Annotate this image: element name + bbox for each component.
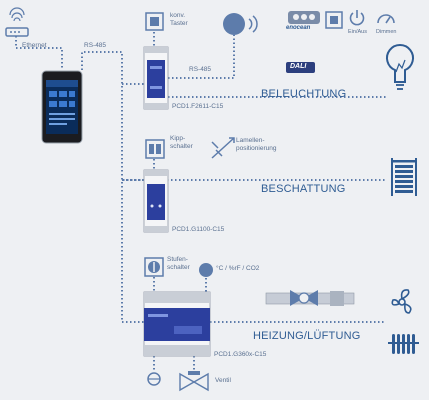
ethernet-label: Ethernet (22, 42, 47, 49)
plc-module-1 (143, 46, 169, 110)
plc-module-3 (143, 291, 211, 357)
sensor-icon (199, 263, 213, 277)
taster-label-line2: Taster (170, 20, 188, 27)
dimmen-label: Dimmen (376, 29, 397, 35)
model-label-3: PCD1.G360x-C15 (214, 351, 267, 358)
stufen-label-line1: Stufen- (167, 256, 188, 263)
fan-icon (391, 289, 412, 314)
section-title-beleuchtung: BELEUCHTUNG (261, 88, 347, 100)
ventil-label: Ventil (215, 377, 231, 384)
dali-logo-icon (286, 62, 315, 73)
pump-icon (147, 372, 161, 386)
kipp-label-line2: schalter (170, 143, 193, 150)
stufen-label-line2: schalter (167, 264, 190, 271)
connection-lines (15, 32, 386, 372)
rs485-label-top: RS-485 (84, 42, 107, 49)
router-icon (5, 7, 29, 37)
ventilation-duct-icon (265, 290, 355, 306)
enocean-label: enocean (286, 25, 311, 31)
lamellen-label-line1: Lamellen- (236, 137, 265, 144)
kippschalter-icon (145, 139, 165, 159)
valve-icon (179, 371, 209, 392)
dali-label: DALI (290, 63, 307, 70)
taster-icon (145, 12, 164, 31)
section-title-beschattung: BESCHATTUNG (261, 183, 346, 195)
power-icon (349, 10, 365, 26)
touch-panel-icon (41, 70, 83, 144)
radiator-icon (388, 334, 419, 354)
enocean-logo-icon (288, 11, 320, 24)
lamellen-icon (211, 137, 235, 159)
rs485-label-mid: RS-485 (189, 66, 212, 73)
dimmer-icon (377, 14, 395, 24)
taster-label-line1: konv. (170, 12, 186, 19)
ethernet-line (15, 36, 63, 70)
rs485-bus-line (81, 51, 145, 323)
sensor-label: °C / %rF / CO2 (216, 265, 260, 272)
kipp-label-line1: Kipp- (170, 135, 186, 142)
lamellen-label-line2: positionierung (236, 145, 277, 152)
wireless-button-icon (223, 13, 258, 35)
light-bulb-icon (386, 44, 414, 90)
stufenschalter-icon (144, 257, 164, 277)
blinds-icon (391, 158, 417, 196)
ein-aus-label: Ein/Aus (348, 29, 367, 35)
enocean-switch-icon (325, 11, 343, 29)
model-label-2: PCD1.G1100-C15 (172, 226, 225, 233)
plc-module-2 (143, 169, 169, 233)
section-title-heizung-lueftung: HEIZUNG/LÜFTUNG (253, 330, 361, 342)
model-label-1: PCD1.F2611-C15 (172, 103, 224, 110)
